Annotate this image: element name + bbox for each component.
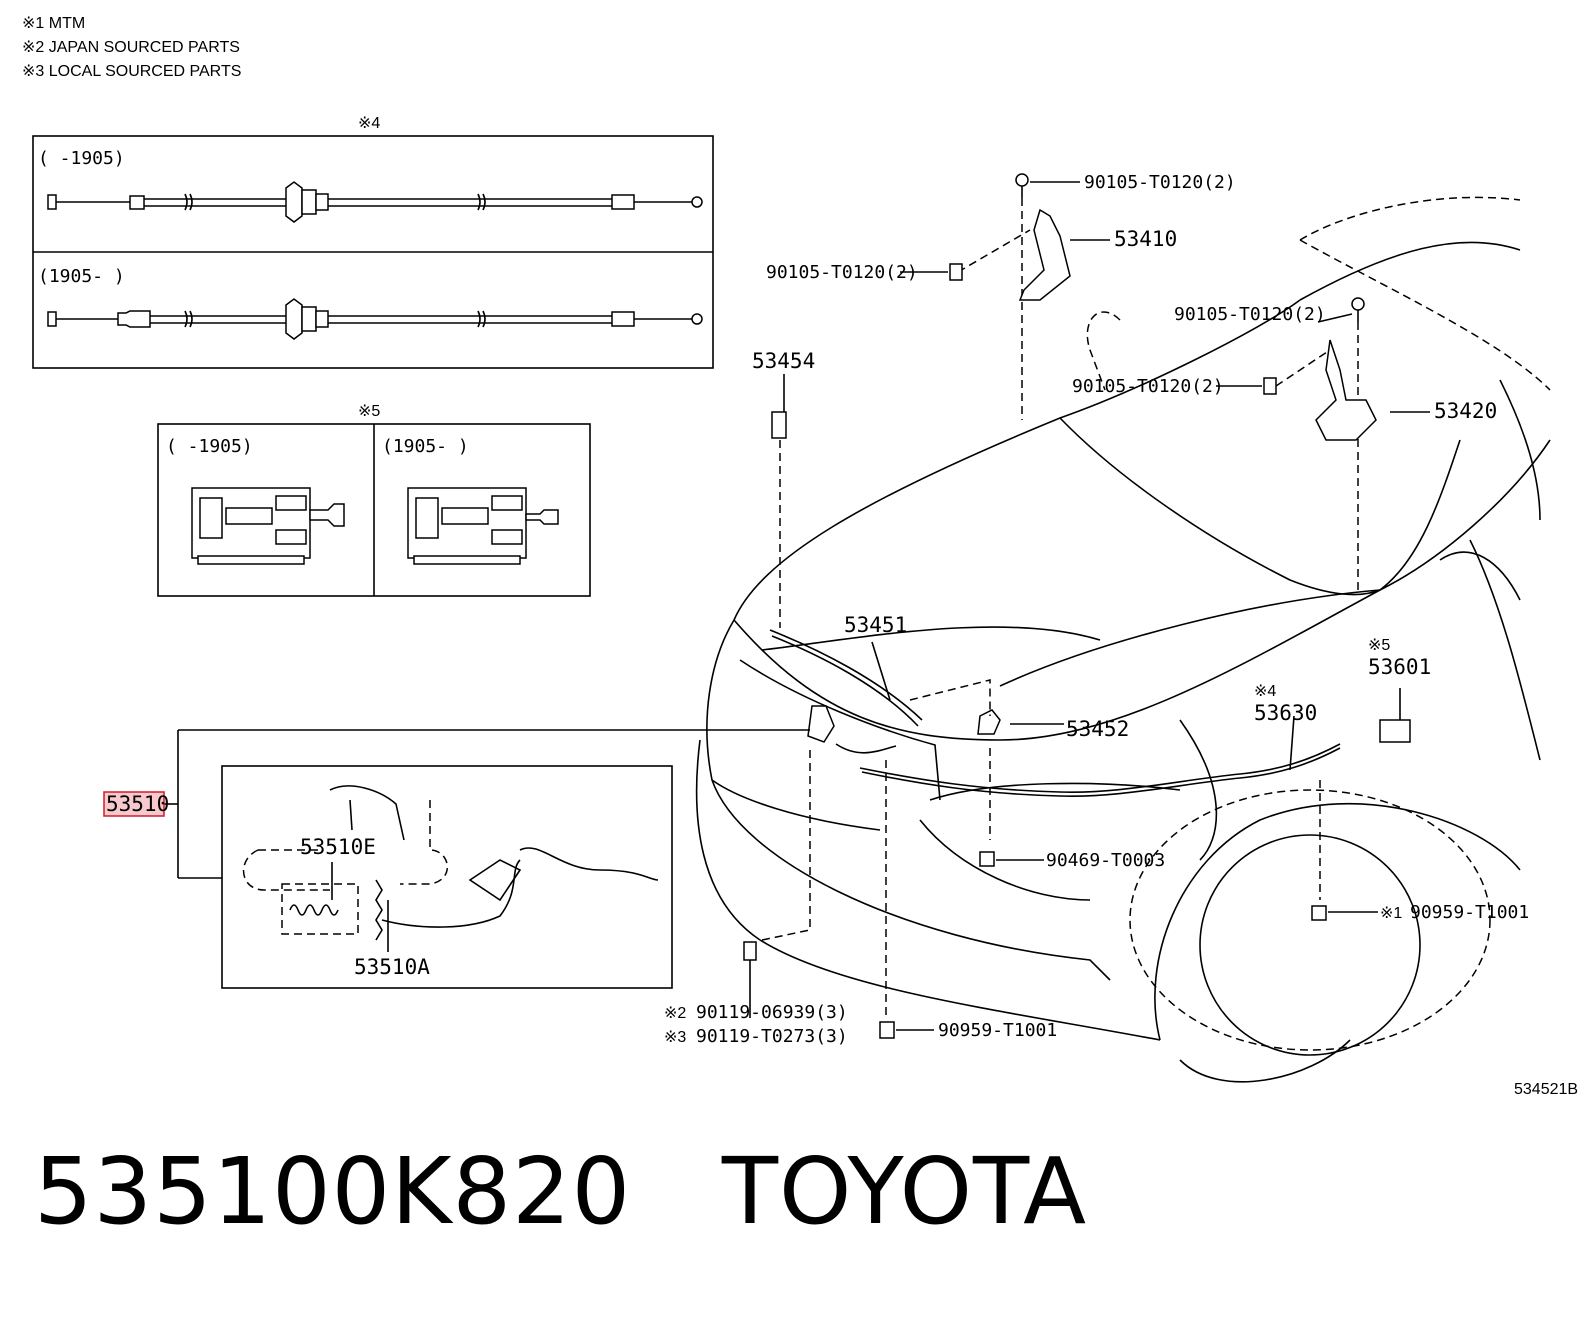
latch-variant-old <box>191 487 345 565</box>
inset-cable-marker: ※4 <box>358 115 380 132</box>
inset-cable-row2-range: (1905- ) <box>38 266 125 287</box>
label-90105-a[interactable]: 90105-T0120(2) <box>1084 172 1236 193</box>
label-53510A[interactable]: 53510A <box>354 955 430 979</box>
label-90119-a-marker: ※2 <box>664 1005 686 1022</box>
label-90119-b-marker: ※3 <box>664 1029 686 1046</box>
part-53601-latch <box>1379 688 1411 743</box>
part-number-title: 535100K820 TOYOTA <box>34 1138 1088 1245</box>
fastener-90469 <box>979 851 1044 867</box>
fastener-90959-right <box>1311 905 1378 921</box>
label-90105-c[interactable]: 90105-T0120(2) <box>1174 304 1326 325</box>
part-53510-highlight <box>103 791 165 817</box>
inset-cable-variants: ※4 ( -1905) (1905- ) <box>32 115 714 369</box>
hood-hinge-right <box>1216 297 1430 590</box>
inset-cable-row1-range: ( -1905) <box>38 148 125 169</box>
vehicle-body-outline <box>695 196 1551 1083</box>
label-53451[interactable]: 53451 <box>844 613 907 637</box>
label-90119-a[interactable]: 90119-06939(3) <box>696 1002 848 1023</box>
note-local-sourced: ※3 LOCAL SOURCED PARTS <box>22 63 241 80</box>
diagram-ref-code: 534521B <box>1514 1081 1578 1098</box>
cable-variant-new <box>47 298 703 340</box>
part-53454 <box>771 374 787 628</box>
latch-variant-new <box>407 487 559 565</box>
part-53451 <box>769 629 923 727</box>
label-90469[interactable]: 90469-T0003 <box>1046 850 1165 871</box>
inset-latch-right-range: (1905- ) <box>382 436 469 457</box>
inset-latch-marker: ※5 <box>358 403 380 420</box>
label-53601[interactable]: 53601 <box>1368 655 1431 679</box>
label-53601-marker: ※5 <box>1368 637 1390 654</box>
detail-inset-frame <box>221 765 673 989</box>
detail-inset-53510: 53510E 53510A <box>221 765 673 989</box>
label-53510[interactable]: 53510 <box>106 792 169 816</box>
label-53420[interactable]: 53420 <box>1434 399 1497 423</box>
label-53630[interactable]: 53630 <box>1254 701 1317 725</box>
part-53452 <box>909 679 1064 840</box>
label-90959-right-marker: ※1 <box>1380 905 1402 922</box>
label-53510E[interactable]: 53510E <box>300 835 376 859</box>
label-53452[interactable]: 53452 <box>1066 717 1129 741</box>
label-53410[interactable]: 53410 <box>1114 227 1177 251</box>
part-53630-cable <box>859 715 1341 900</box>
label-90959-bottom[interactable]: 90959-T1001 <box>938 1020 1057 1041</box>
label-53454[interactable]: 53454 <box>752 349 815 373</box>
inset-latch-variants: ※5 ( -1905) (1905- ) <box>157 403 591 597</box>
label-53630-marker: ※4 <box>1254 683 1276 700</box>
hood-hinge-left <box>900 173 1110 420</box>
inset-latch-left-range: ( -1905) <box>166 436 253 457</box>
cable-variant-old <box>47 181 703 223</box>
note-mtm: ※1 MTM <box>22 15 85 32</box>
label-90119-b[interactable]: 90119-T0273(3) <box>696 1026 848 1047</box>
fastener-90959-bottom <box>879 1021 934 1039</box>
label-90959-right[interactable]: 90959-T1001 <box>1410 902 1529 923</box>
part-53510-lock <box>761 705 897 1018</box>
note-japan-sourced: ※2 JAPAN SOURCED PARTS <box>22 39 240 56</box>
label-90105-d[interactable]: 90105-T0120(2) <box>1072 376 1224 397</box>
callout-53510: 53510 <box>103 729 810 879</box>
label-90105-b[interactable]: 90105-T0120(2) <box>766 262 918 283</box>
fastener-90119 <box>743 941 757 1018</box>
